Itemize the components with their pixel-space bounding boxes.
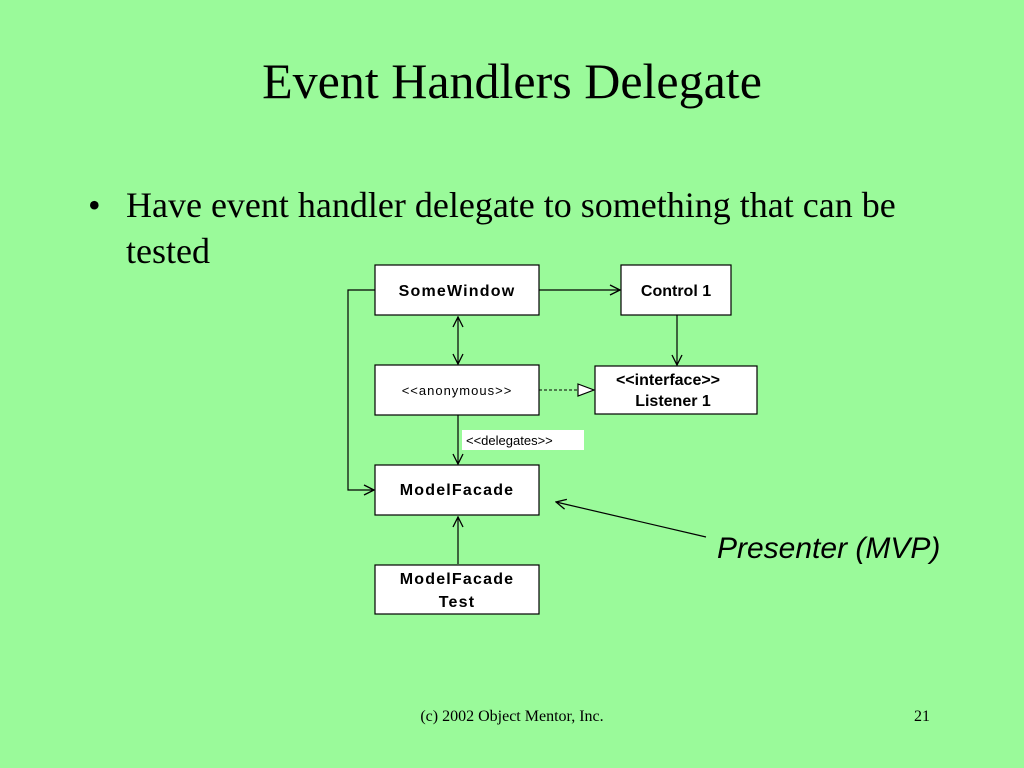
bullet-dot-icon: • (88, 185, 101, 225)
arrow-somewindow-to-modelfacade (347, 289, 375, 490)
modelfacade-test-label-line2: Test (439, 594, 476, 611)
modelfacade-test-label-line1: ModelFacade (400, 571, 515, 588)
listener-name: Listener 1 (635, 393, 711, 410)
annotation-pointer-arrow (556, 502, 707, 538)
bullet-text: Have event handler delegate to something… (126, 185, 896, 271)
delegates-label-box: <<delegates>> (462, 430, 584, 450)
modelfacade-box: ModelFacade (374, 464, 540, 516)
control-label: Control 1 (641, 283, 711, 300)
page-number: 21 (914, 708, 930, 725)
listener-box: <<interface>> Listener 1 (594, 365, 758, 415)
anonymous-box: <<anonymous>> (374, 364, 540, 416)
somewindow-box: SomeWindow (374, 264, 540, 316)
slide-title: Event Handlers Delegate (262, 53, 762, 109)
modelfacade-label: ModelFacade (400, 482, 515, 499)
modelfacade-test-box: ModelFacade Test (374, 564, 540, 615)
control-box: Control 1 (620, 264, 732, 316)
anonymous-label: <<anonymous>> (402, 383, 513, 398)
footer-copyright: (c) 2002 Object Mentor, Inc. (420, 708, 604, 725)
delegates-label: <<delegates>> (466, 433, 553, 448)
somewindow-label: SomeWindow (399, 283, 516, 300)
listener-stereotype: <<interface>> (616, 372, 720, 389)
presenter-annotation: Presenter (MVP) (717, 532, 941, 565)
